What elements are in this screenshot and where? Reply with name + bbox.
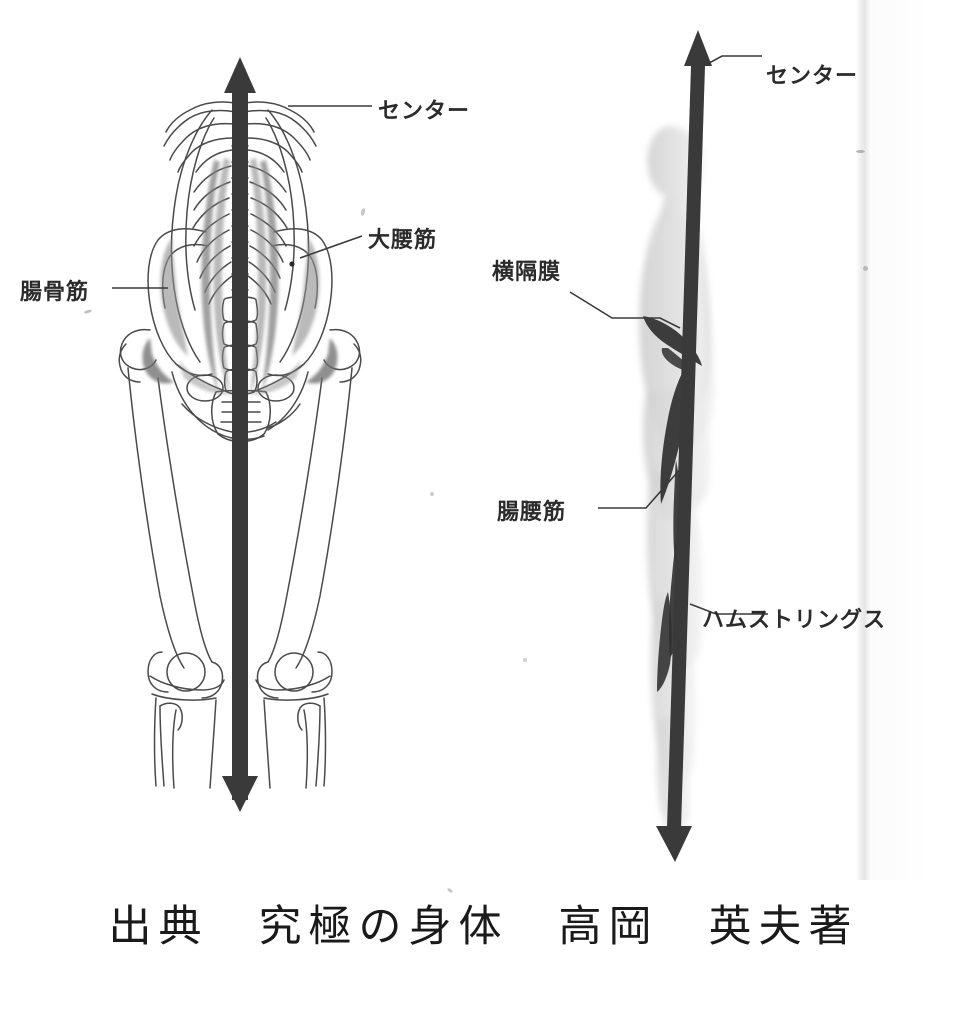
left-center-axis-arrow — [222, 57, 258, 812]
label-diaphragm: 横隔膜 — [492, 260, 562, 285]
scan-paper-edge — [856, 0, 872, 880]
right-leader-lines — [569, 55, 768, 615]
label-iliopsoas: 腸腰筋 — [497, 500, 567, 525]
scan-speck — [863, 266, 868, 271]
leader-iliopsoas — [598, 457, 691, 509]
label-hamstrings: ハムストリングス — [702, 608, 887, 633]
source-caption: 出典 究極の身体 高岡 英夫著 — [108, 902, 859, 952]
leader-psoas — [299, 235, 363, 259]
leader-hamstrings — [689, 603, 768, 615]
scan-speck — [856, 150, 865, 153]
label-center-right: センター — [766, 64, 859, 89]
label-psoas-major: 大腰筋 — [368, 228, 438, 253]
scan-speck — [430, 492, 434, 496]
left-muscle-shading — [142, 158, 338, 396]
label-iliacus: 腸骨筋 — [20, 280, 90, 305]
right-center-axis-arrow — [656, 30, 712, 862]
leader-diaphragm — [569, 291, 681, 329]
scan-speck — [523, 658, 527, 662]
scan-paper-margin — [872, 0, 967, 880]
label-center-left: センター — [378, 99, 471, 124]
left-leader-lines — [112, 105, 372, 289]
leader-center-right — [699, 55, 762, 69]
